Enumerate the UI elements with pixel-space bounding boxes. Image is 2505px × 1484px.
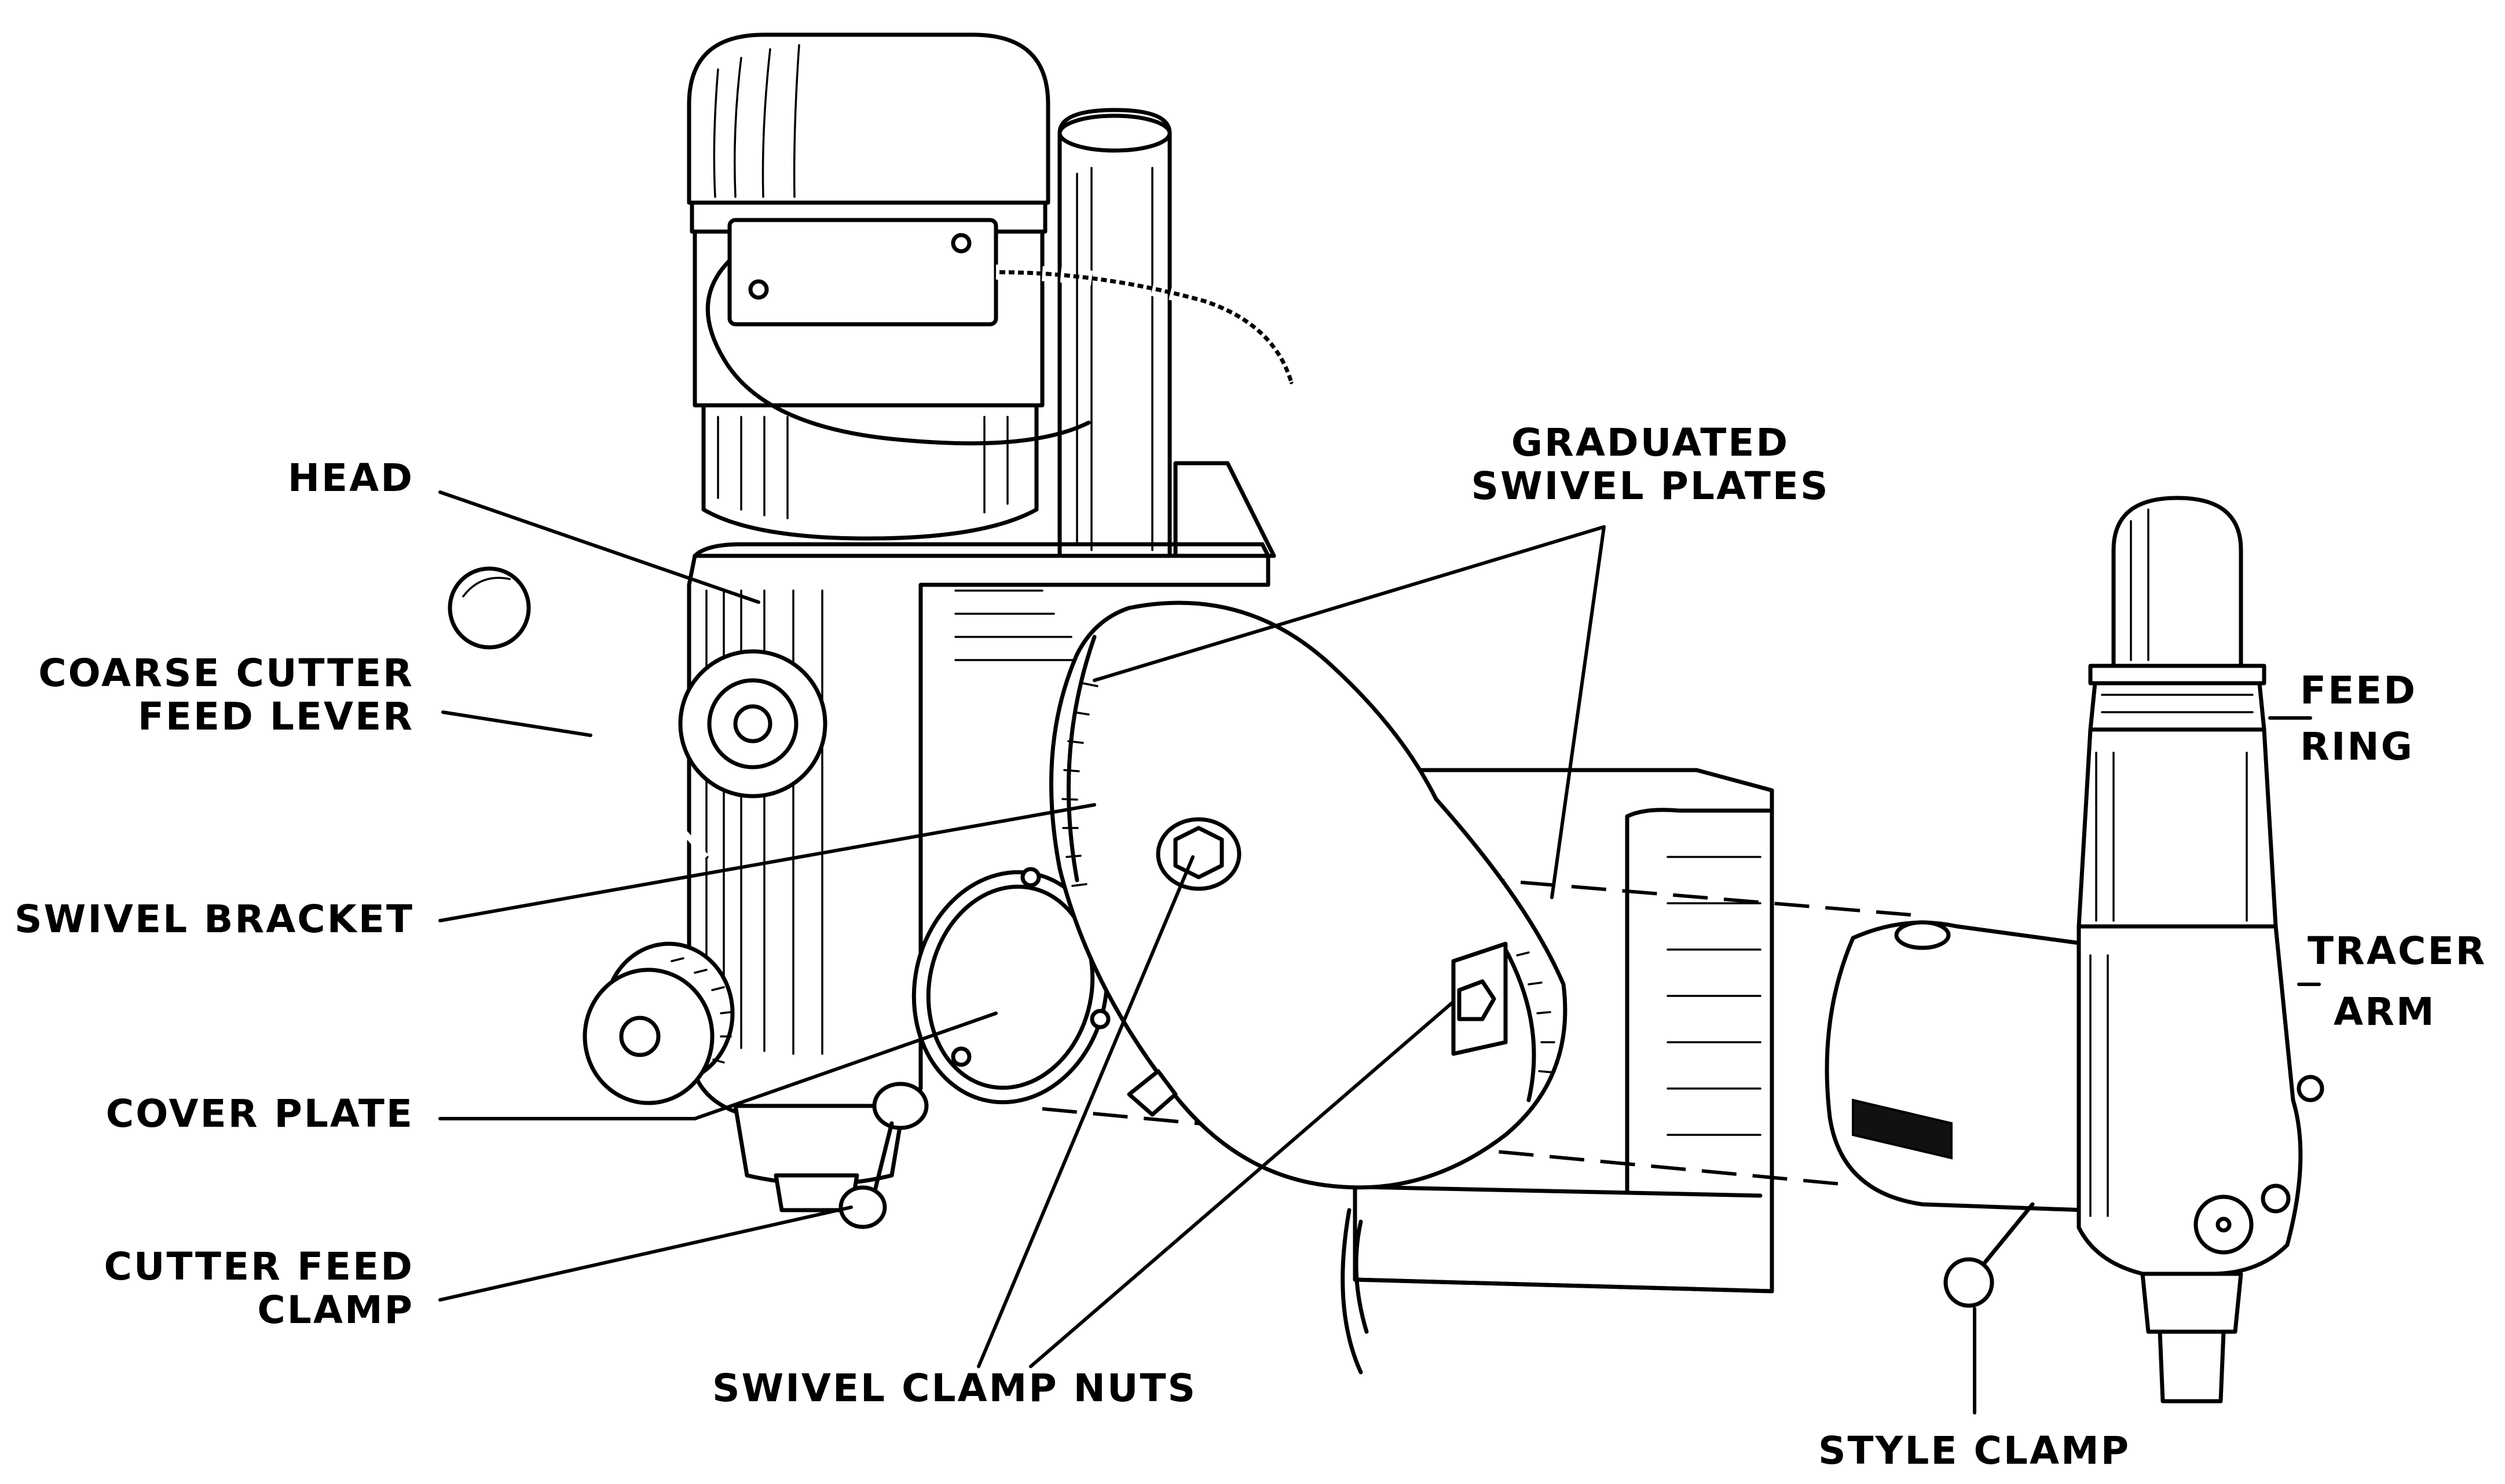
label-style-clamp: STYLE CLAMP — [1818, 1428, 2130, 1473]
leader-head — [438, 490, 760, 604]
leader-cutter-feed-clamp — [438, 1205, 853, 1302]
label-head: HEAD — [288, 456, 414, 500]
label-tracer-arm-line1: TRACER — [2308, 929, 2486, 973]
label-cover-plate: COVER PLATE — [106, 1091, 414, 1136]
leader-swivel-nut-2 — [1029, 1000, 1455, 1368]
label-graduated-line2: SWIVEL PLATES — [1471, 464, 1829, 508]
leader-lines — [438, 490, 2321, 1415]
swivel-bracket — [1049, 600, 1568, 1190]
leader-swivel-nut-1 — [977, 855, 1195, 1368]
head-casting — [678, 542, 1270, 1212]
label-cutter-feed-line2: CLAMP — [257, 1288, 414, 1332]
cover-plate — [911, 867, 1111, 1105]
label-coarse-cutter-line1: COARSE CUTTER — [38, 651, 414, 695]
label-swivel-bracket: SWIVEL BRACKET — [14, 897, 414, 941]
leader-swivel-bracket — [438, 803, 1096, 922]
leader-cover-plate — [438, 1012, 998, 1120]
label-feed-ring-line1: FEED — [2300, 668, 2417, 713]
coarse-feed-lever — [448, 566, 709, 859]
leader-graduated-plate-1 — [1093, 525, 1606, 682]
leader-graduated-plate-2 — [1550, 525, 1606, 899]
column — [1057, 108, 1276, 558]
label-graduated-line1: GRADUATED — [1511, 420, 1789, 465]
fine-feed-knob — [583, 941, 735, 1105]
tracer-arm-assembly — [1825, 496, 2324, 1404]
label-feed-ring-line2: RING — [2300, 724, 2414, 769]
label-cutter-feed-line1: CUTTER FEED — [104, 1244, 414, 1289]
leader-coarse-feed-lever — [441, 710, 592, 737]
label-tracer-arm-line2: ARM — [2334, 990, 2436, 1034]
labels: HEAD COARSE CUTTER FEED LEVER SWIVEL BRA… — [14, 420, 2486, 1473]
motor — [687, 32, 1299, 541]
machine-illustration — [448, 32, 2324, 1404]
label-swivel-clamp-nuts: SWIVEL CLAMP NUTS — [712, 1366, 1197, 1410]
cutter-feed-clamp — [838, 1082, 929, 1229]
label-coarse-cutter-line2: FEED LEVER — [138, 694, 414, 739]
